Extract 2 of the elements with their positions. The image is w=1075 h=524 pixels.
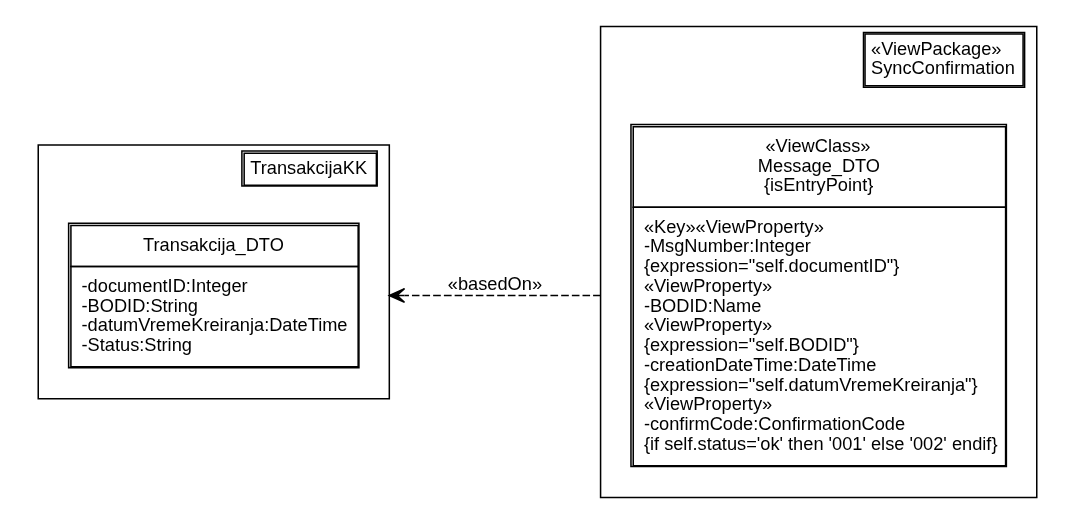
edge-label: «basedOn» (447, 273, 543, 295)
arrow (388, 287, 602, 304)
